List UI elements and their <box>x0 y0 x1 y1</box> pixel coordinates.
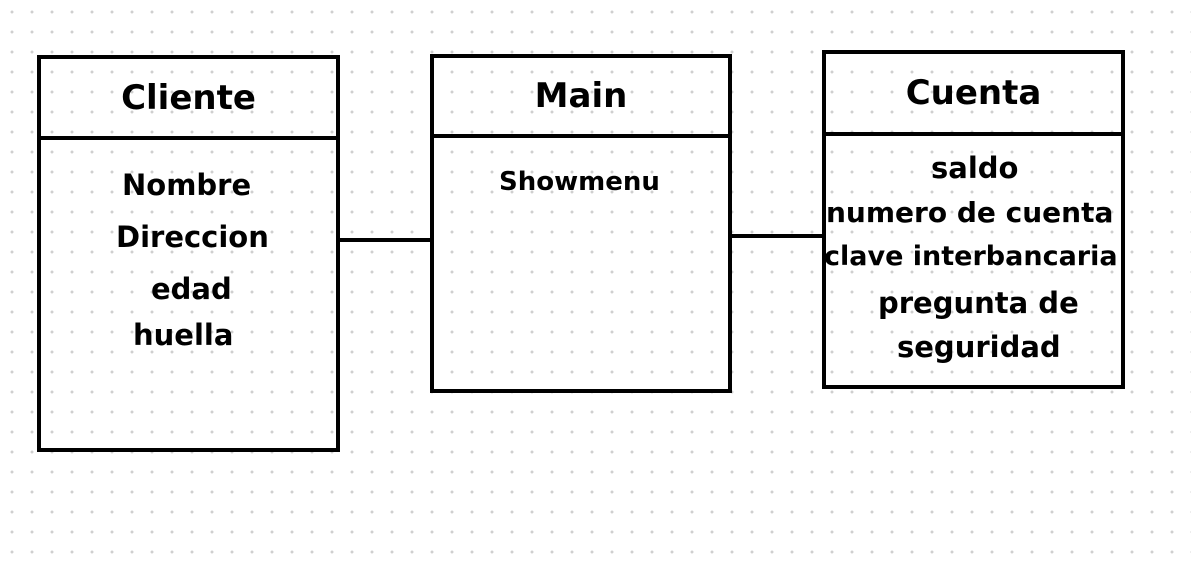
class-name-cliente: Cliente <box>121 77 256 118</box>
class-box-main: Main <box>430 54 732 393</box>
association-line-main-cuenta <box>732 234 824 238</box>
attribute-huella: huella <box>133 318 234 352</box>
attribute-seguridad: seguridad <box>897 330 1061 364</box>
attribute-clave-interbancaria: clave interbancaria <box>824 241 1118 272</box>
class-header-cuenta: Cuenta <box>826 54 1121 136</box>
attribute-edad: edad <box>151 272 232 306</box>
attribute-direccion: Direccion <box>116 220 269 254</box>
class-box-cliente: Cliente <box>37 55 340 452</box>
class-name-main: Main <box>534 76 628 116</box>
class-header-cliente: Cliente <box>41 59 336 140</box>
attribute-saldo: saldo <box>931 151 1019 185</box>
method-showmenu: Showmenu <box>499 167 660 197</box>
attribute-numero-de-cuenta: numero de cuenta <box>826 196 1114 229</box>
attribute-nombre: Nombre <box>122 168 252 202</box>
class-box-cuenta: Cuenta <box>822 50 1125 389</box>
class-header-main: Main <box>434 58 728 138</box>
association-line-cliente-main <box>340 238 432 242</box>
attribute-pregunta-de: pregunta de <box>878 286 1079 320</box>
class-name-cuenta: Cuenta <box>905 73 1042 113</box>
